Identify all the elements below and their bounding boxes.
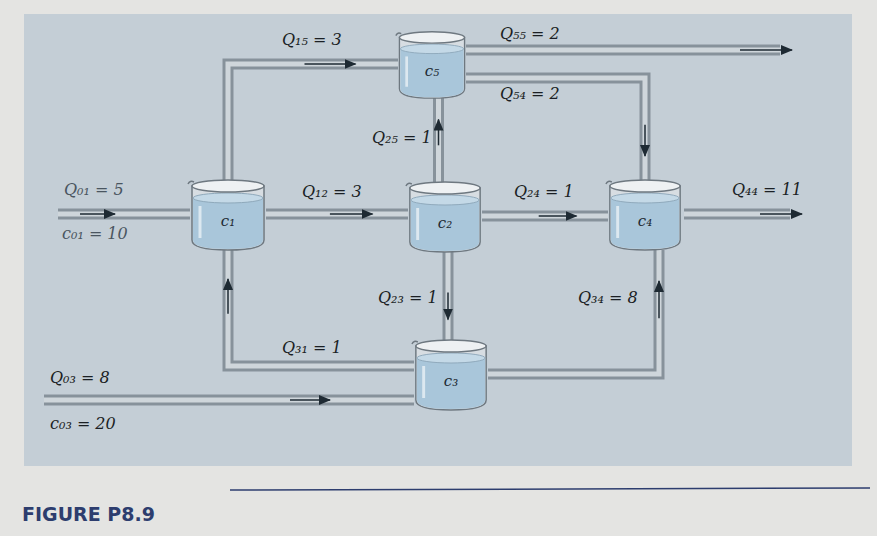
reactor-beaker: c₅ [394, 28, 470, 100]
panel [24, 14, 852, 466]
pipe-connector [228, 64, 398, 182]
concentration-label: c₂ [438, 200, 452, 232]
pipe-connector [438, 98, 439, 184]
flow-label: c₀₁ = 10 [62, 224, 128, 243]
reactor-beaker: c₂ [404, 178, 486, 254]
flow-label: Q₁₂ = 3 [302, 182, 362, 201]
concentration-label: c₃ [444, 358, 458, 390]
concentration-label: c₄ [638, 198, 652, 230]
flow-label: c₀₃ = 20 [50, 414, 116, 433]
concentration-label: c₅ [425, 48, 439, 80]
reactor-beaker: c₁ [186, 176, 270, 252]
flow-label: Q₀₃ = 8 [50, 368, 110, 387]
flow-label: Q₅₅ = 2 [500, 24, 560, 43]
flow-label: Q₂₅ = 1 [372, 128, 432, 147]
pipe-connector [466, 78, 645, 182]
flow-label: Q₁₅ = 3 [282, 30, 342, 49]
pipe-connector [266, 214, 408, 215]
reactor-beaker: c₄ [604, 176, 686, 252]
inflow-pipe [44, 400, 414, 401]
figure-caption: FIGURE P8.9 [22, 503, 155, 525]
flow-label: Q₂₄ = 1 [514, 182, 574, 201]
flow-label: Q₀₁ = 5 [64, 180, 124, 199]
outflow-pipe [466, 50, 792, 51]
flow-label: Q₃₄ = 8 [578, 288, 638, 307]
flow-label: Q₅₄ = 2 [500, 84, 560, 103]
rule-line [230, 488, 870, 490]
concentration-label: c₁ [221, 198, 235, 230]
pipe-connector [488, 250, 659, 374]
pipe-connector [448, 252, 449, 342]
flow-label: Q₃₁ = 1 [282, 338, 342, 357]
pipe-connector [482, 216, 608, 217]
flow-label: Q₂₃ = 1 [378, 288, 438, 307]
pipe-connector [228, 250, 414, 366]
inflow-pipe [58, 214, 190, 215]
reactor-beaker: c₃ [410, 336, 492, 412]
outflow-pipe [684, 214, 802, 215]
flow-label: Q₄₄ = 11 [732, 180, 802, 199]
